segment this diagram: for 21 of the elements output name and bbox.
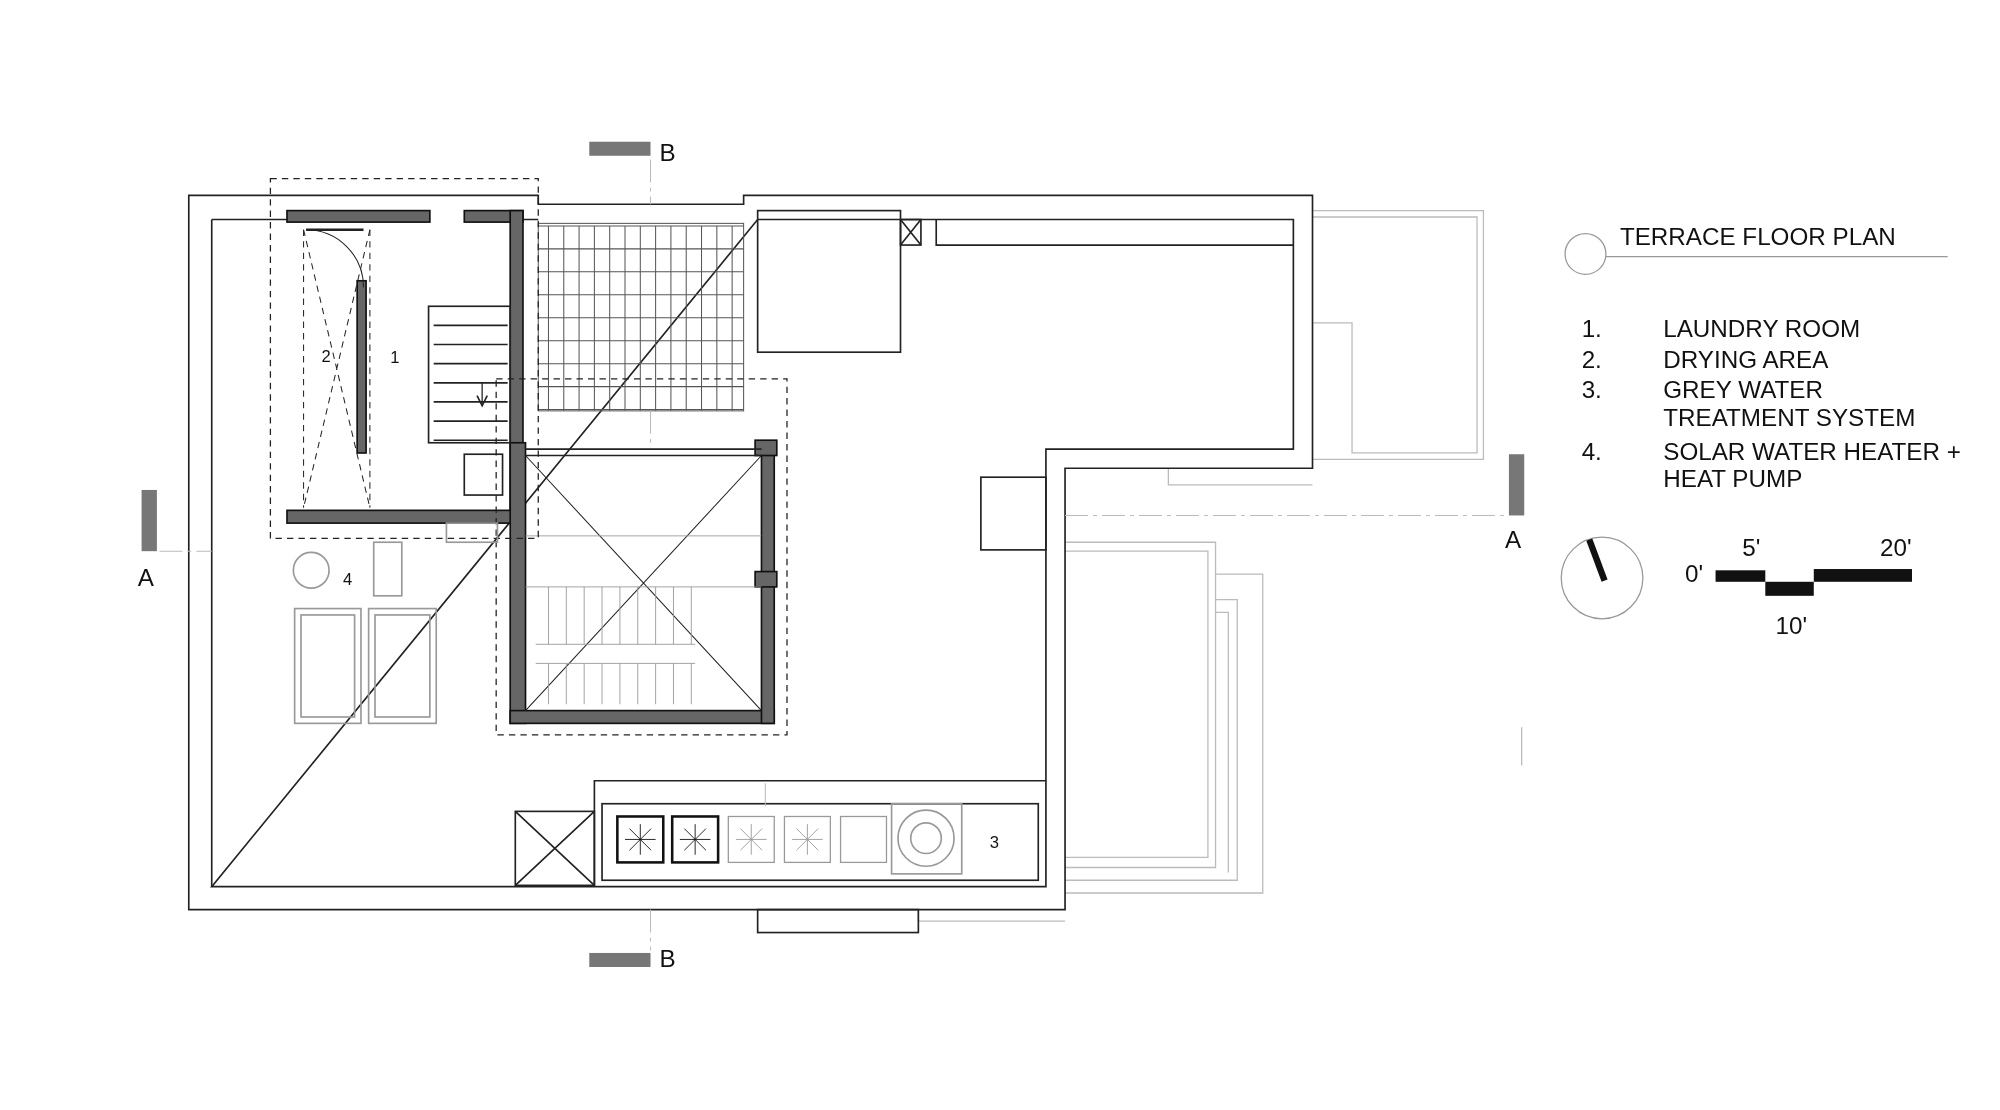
legend-number: 2. <box>1581 345 1602 374</box>
scale-label: 20' <box>1880 534 1912 563</box>
section-label: A <box>1505 525 1522 554</box>
scale-label: 10' <box>1775 612 1808 641</box>
legend-text: DRYING AREA <box>1663 345 1829 374</box>
legend-number: 3. <box>1581 376 1602 405</box>
legend-text: SOLAR WATER HEATER + HEAT PUMP <box>1663 437 1962 494</box>
room-number: 1 <box>390 348 400 368</box>
legend-text: LAUNDRY ROOM <box>1663 315 1861 343</box>
scale-label: 5' <box>1742 534 1761 563</box>
section-label: B <box>659 945 676 973</box>
scale-label: 0' <box>1684 559 1704 588</box>
plan-title: TERRACE FLOOR PLAN <box>1619 223 1896 252</box>
room-number: 4 <box>343 570 353 590</box>
room-number: 2 <box>321 346 331 366</box>
section-label: A <box>137 563 154 592</box>
legend-text: GREY WATER TREATMENT SYSTEM <box>1663 376 1917 432</box>
section-label: B <box>659 139 676 167</box>
room-number: 3 <box>989 832 999 852</box>
legend-number: 4. <box>1581 437 1602 466</box>
legend-number: 1. <box>1581 315 1602 343</box>
